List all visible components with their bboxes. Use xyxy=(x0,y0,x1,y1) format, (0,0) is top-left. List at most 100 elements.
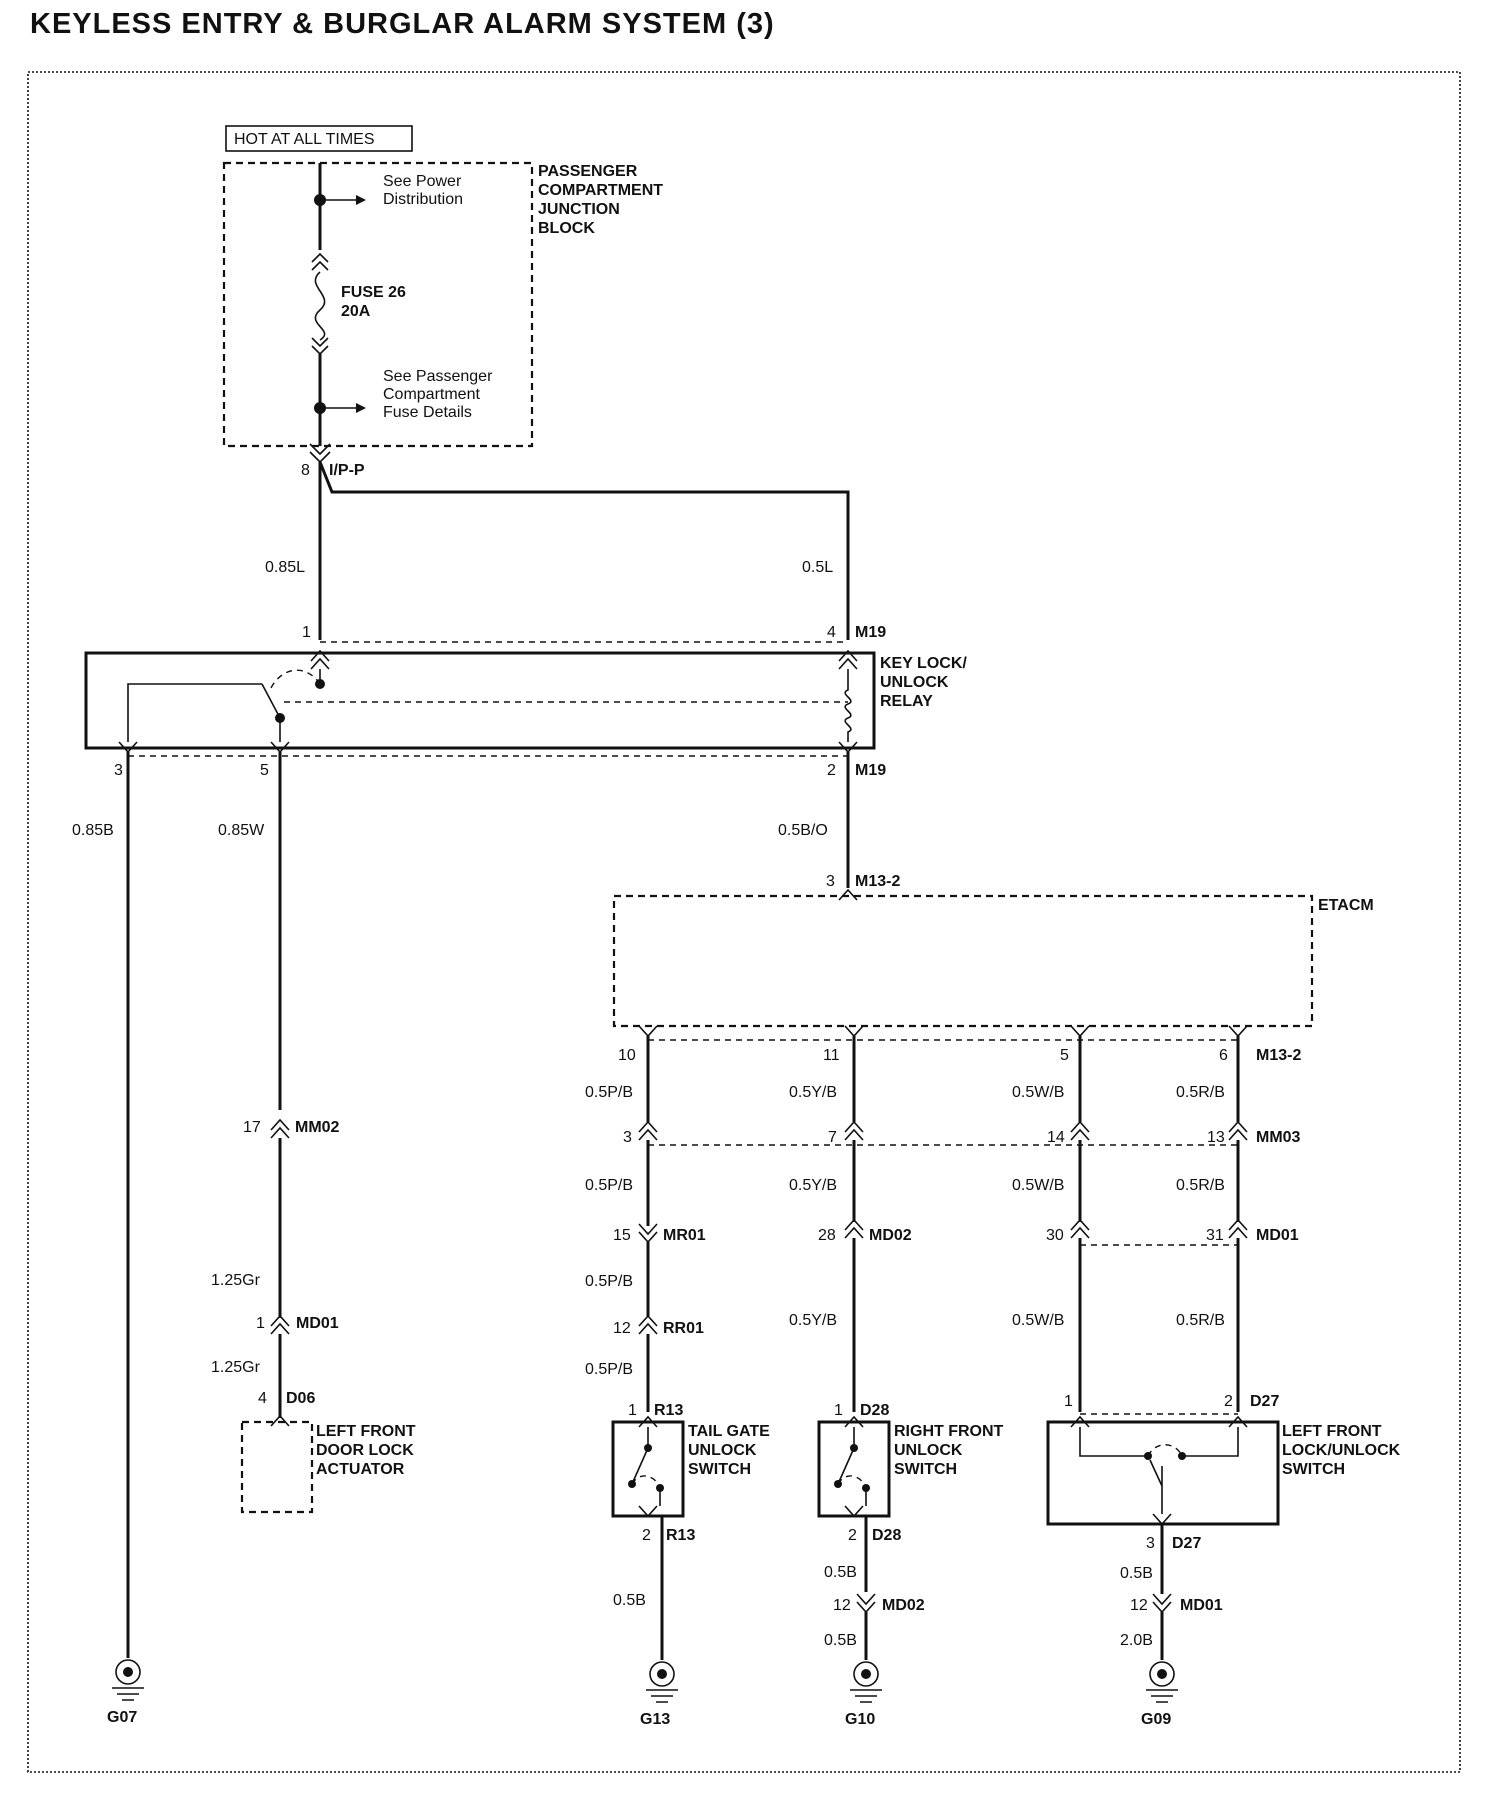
mr01-connector-symbol xyxy=(638,1223,658,1244)
etacm-label: ETACM xyxy=(1318,897,1374,914)
left-front-dash xyxy=(1147,1444,1183,1457)
right-front-switch-contacts xyxy=(837,1427,867,1506)
wire-label-col1-d: 0.5P/B xyxy=(585,1361,633,1378)
relay-pin-5: 5 xyxy=(260,762,269,779)
tail-gate-dash xyxy=(631,1475,661,1489)
mm02-pin: 17 xyxy=(243,1119,261,1136)
fuse-chevron-bottom xyxy=(311,337,329,356)
wire-label-col2-c: 0.5Y/B xyxy=(789,1312,837,1329)
page-title: KEYLESS ENTRY & BURGLAR ALARM SYSTEM (3) xyxy=(30,8,775,40)
fuse-element xyxy=(314,271,326,341)
etacm-in-connector: M13-2 xyxy=(855,873,900,890)
r13-label-bottom: R13 xyxy=(666,1527,695,1544)
r13-pin-1: 1 xyxy=(628,1402,637,1419)
r13-top-chevron xyxy=(638,1415,658,1428)
relay-m19-top: M19 xyxy=(855,624,886,641)
md01-label: MD01 xyxy=(296,1315,339,1332)
md02-label: MD02 xyxy=(869,1227,912,1244)
md01c-pin: 12 xyxy=(1130,1597,1148,1614)
mm03-pin-13: 13 xyxy=(1207,1129,1225,1146)
ipp-connector-symbol xyxy=(309,443,331,464)
d27-label-top: D27 xyxy=(1250,1393,1279,1410)
relay-pin-3: 3 xyxy=(114,762,123,779)
right-front-dash xyxy=(837,1475,867,1489)
mm03-pin-14: 14 xyxy=(1047,1129,1065,1146)
relay-pin-4: 4 xyxy=(827,624,836,641)
md01b-pin-30: 30 xyxy=(1046,1227,1064,1244)
mm02-connector-symbol xyxy=(270,1118,290,1139)
ground-label-g13: G13 xyxy=(640,1711,670,1728)
d28-label-bottom: D28 xyxy=(872,1527,901,1544)
relay-m19-bottom: M19 xyxy=(855,762,886,779)
wire-label-col3-c: 0.5W/B xyxy=(1012,1312,1064,1329)
md01-connector-symbol xyxy=(270,1314,290,1335)
mm03-label: MM03 xyxy=(1256,1129,1301,1146)
wire-label-col1-ground: 0.5B xyxy=(613,1592,646,1609)
left-front-switch-box xyxy=(1046,1420,1280,1526)
wire-label-125Gr-a: 1.25Gr xyxy=(211,1272,261,1289)
junction-block-box xyxy=(222,161,534,448)
hot-label: HOT AT ALL TIMES xyxy=(234,131,375,148)
ground-label-g09: G09 xyxy=(1141,1711,1171,1728)
ground-icon xyxy=(1146,1661,1178,1703)
md01c-label: MD01 xyxy=(1180,1597,1223,1614)
relay-arm-link xyxy=(269,669,321,691)
right-front-contact-a xyxy=(850,1444,858,1452)
md01b-connector-symbols xyxy=(1070,1218,1248,1239)
md01b-label: MD01 xyxy=(1256,1227,1299,1244)
wire-label-col1-b: 0.5P/B xyxy=(585,1177,633,1194)
md02-connector-symbol xyxy=(844,1218,864,1239)
wire-label-col2-ground-b: 0.5B xyxy=(824,1632,857,1649)
ground-label-g10: G10 xyxy=(845,1711,875,1728)
junction-block-label: PASSENGER COMPARTMENT JUNCTION BLOCK xyxy=(538,163,667,237)
etacm-in-pin: 3 xyxy=(826,873,835,890)
relay-nc-lead xyxy=(127,683,262,742)
relay-pin-2: 2 xyxy=(827,762,836,779)
wire-label-05BO: 0.5B/O xyxy=(778,822,828,839)
left-front-label: LEFT FRONT LOCK/UNLOCK SWITCH xyxy=(1282,1423,1405,1478)
d28-label-top: D28 xyxy=(860,1402,889,1419)
fuse-chevron-top xyxy=(311,252,329,271)
ground-icon xyxy=(850,1661,882,1703)
see-fuse-text: See Passenger Compartment Fuse Details xyxy=(383,368,497,421)
ground-icon xyxy=(112,1659,144,1701)
md01c-connector-symbol xyxy=(1152,1593,1172,1614)
wire-label-col2-a: 0.5Y/B xyxy=(789,1084,837,1101)
relay-box xyxy=(84,651,876,750)
door-actuator-box xyxy=(240,1420,314,1514)
etacm-out-chevrons xyxy=(638,1025,1248,1038)
mm03-connector-symbols xyxy=(638,1120,1248,1141)
tail-gate-switch-contacts xyxy=(631,1427,661,1506)
wire-label-col34-ground-b: 2.0B xyxy=(1120,1632,1153,1649)
see-power-text: See Power Distribution xyxy=(383,173,466,208)
wire-label-col3-a: 0.5W/B xyxy=(1012,1084,1064,1101)
mm03-pin-3: 3 xyxy=(623,1129,632,1146)
relay-switch-arm xyxy=(261,683,281,719)
d28-pin-1: 1 xyxy=(834,1402,843,1419)
r13-label-top: R13 xyxy=(654,1402,683,1419)
mr01-label: MR01 xyxy=(663,1227,706,1244)
etacm-out-connector: M13-2 xyxy=(1256,1047,1301,1064)
d28-bottom-chevron xyxy=(844,1505,864,1518)
diagram-frame xyxy=(27,71,1461,1773)
d06-pin: 4 xyxy=(258,1390,267,1407)
md01b-pin-31: 31 xyxy=(1206,1227,1224,1244)
rr01-label: RR01 xyxy=(663,1320,704,1337)
d06-label: D06 xyxy=(286,1390,315,1407)
mr01-pin: 15 xyxy=(613,1227,631,1244)
wire-label-085L: 0.85L xyxy=(265,559,305,576)
ipp-pin: 8 xyxy=(301,462,310,479)
wire-label-col1-a: 0.5P/B xyxy=(585,1084,633,1101)
md02b-connector-symbol xyxy=(856,1593,876,1614)
wire-label-085W: 0.85W xyxy=(218,822,265,839)
door-actuator-label: LEFT FRONT DOOR LOCK ACTUATOR xyxy=(316,1423,420,1478)
left-front-switch-leads xyxy=(1079,1427,1239,1514)
wire-label-col2-ground-a: 0.5B xyxy=(824,1564,857,1581)
etacm-box xyxy=(612,894,1314,1028)
d28-top-chevron xyxy=(844,1415,864,1428)
wire-label-125Gr-b: 1.25Gr xyxy=(211,1359,261,1376)
wire-label-05L: 0.5L xyxy=(802,559,833,576)
wire-label-col1-c: 0.5P/B xyxy=(585,1273,633,1290)
tail-gate-label: TAIL GATE UNLOCK SWITCH xyxy=(688,1423,774,1478)
